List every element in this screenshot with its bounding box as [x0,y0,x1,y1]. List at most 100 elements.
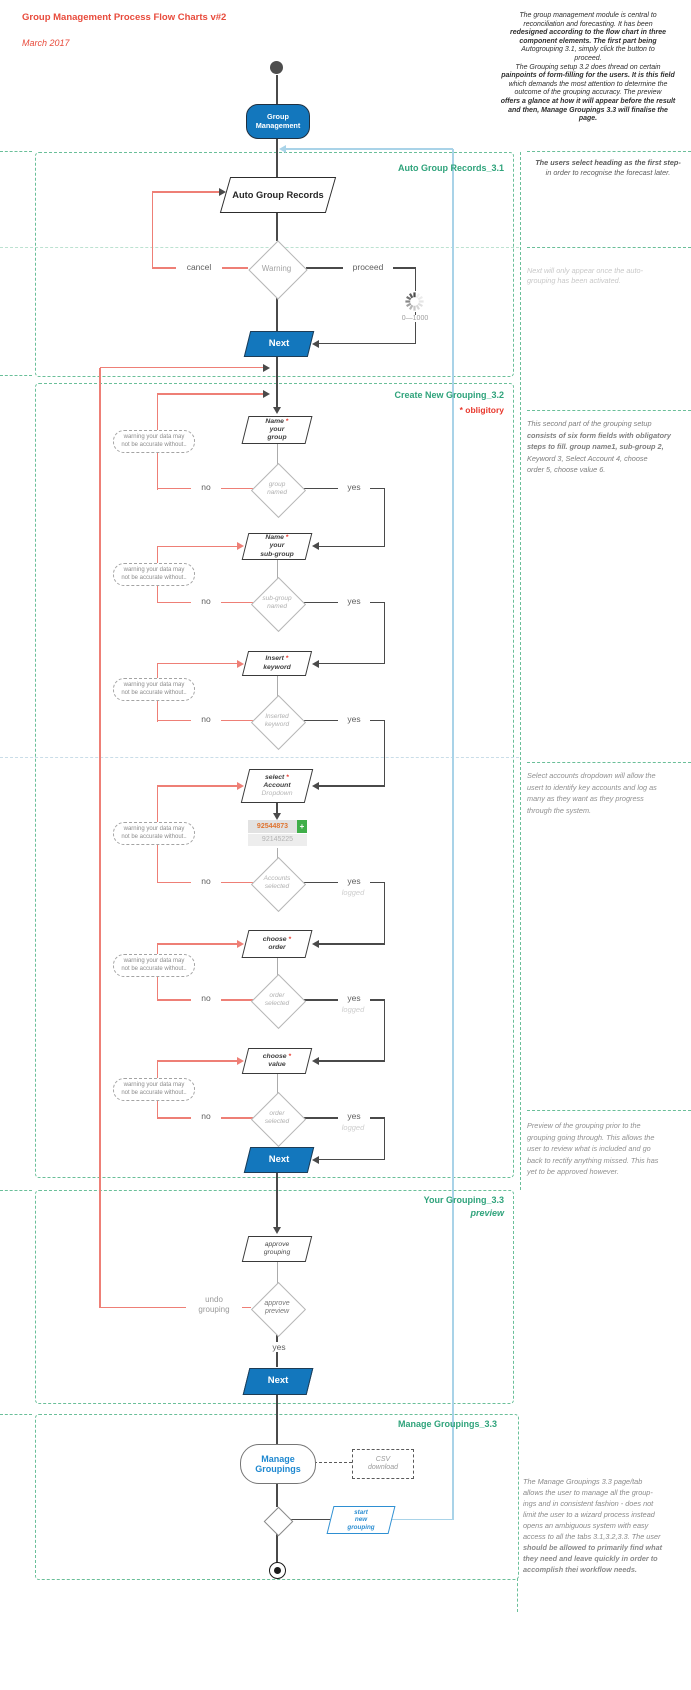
connector-line [317,662,385,665]
arrowhead [219,188,226,196]
end-node [269,1562,286,1579]
dashed-guide-line [527,1109,691,1111]
dropdown-selected-row[interactable]: 92544873 + [248,820,307,833]
arrowhead [237,940,244,948]
connector-line [157,785,238,787]
connector-line [276,1074,278,1093]
connector-line [291,1519,331,1521]
branch-label-proceed: proceed [343,262,393,272]
branch-label-no: no [191,993,221,1003]
logged-label: logged [341,1005,365,1014]
connector-line [384,720,386,787]
connector-line [276,1534,278,1563]
branch-label-cancel: cancel [176,262,222,272]
dropdown-option-row[interactable]: 92145225 [248,834,307,846]
logged-label: logged [341,888,365,897]
arrowhead [263,363,270,372]
group-management-label: Group [267,111,289,121]
dashed-guide-line [0,757,519,758]
connector-line [151,192,153,268]
add-account-button[interactable]: + [297,820,307,833]
record-range-label: 0—1000 [391,315,439,322]
step-choose-value[interactable]: choose* value [241,1048,313,1074]
connector-line [317,1159,385,1161]
step-choose-order[interactable]: choose* order [241,930,313,958]
branch-label-no: no [191,1111,221,1121]
connector-line [317,342,416,345]
note-next-appear: Next will only appear once the auto-grou… [527,266,644,285]
section-box-3-2 [35,383,514,1178]
section-label-3-3: Your Grouping_3.3 [423,1195,504,1205]
connector-line [276,1481,278,1507]
branch-label-yes: yes [338,596,370,606]
dashed-guide-line [0,246,519,248]
branch-label-no: no [191,714,221,724]
next-button-3-3[interactable]: Next [242,1368,314,1395]
branch-label-no: no [191,482,221,492]
arrowhead [312,542,319,551]
arrowhead [237,659,244,668]
step-auto-group-records[interactable]: Auto Group Records [219,177,337,213]
connector-line [276,1173,278,1229]
start-node [270,61,283,74]
arrowhead [273,1227,281,1234]
required-asterisk: * [285,655,289,663]
section-box-3-1 [35,152,514,377]
arrowhead [237,1057,244,1065]
connector-line [276,137,278,178]
connector-line [384,1000,386,1062]
connector-line [414,267,416,292]
connector-line [384,1118,386,1160]
connector-line [276,213,278,241]
branch-label-yes: yes [338,993,370,1003]
connector-line [157,393,264,395]
connector-line [317,785,385,787]
step-insert-keyword[interactable]: Insert* keyword [241,651,313,676]
dashed-guide-line [527,761,691,763]
dashed-guide-line [314,1461,352,1463]
connector-line [392,1519,453,1521]
connector-line [317,943,385,945]
dashed-guide-line [517,1578,518,1612]
arrowhead [237,782,244,790]
note-select-heading: The users select heading as the first st… [535,158,681,177]
connector-line [100,1306,251,1308]
selected-account-value: 92544873 [256,823,289,830]
connector-line [384,882,386,945]
required-asterisk: * [285,417,289,425]
group-management-node: Group Management [246,104,310,139]
section-label-3-1: Auto Group Records_3.1 [397,163,504,173]
connector-line [414,312,416,344]
section-sublabel-preview: preview [470,1208,504,1218]
loading-spinner-icon [403,290,426,313]
dashed-guide-line [0,1413,32,1415]
branch-label-yes: yes [338,1111,370,1121]
obligatory-note: * obligitory [459,405,504,415]
required-asterisk: * [288,1052,292,1060]
account-dropdown[interactable]: 92544873 + 92145225 [248,820,307,846]
section-label-manage: Manage Groupings_3.3 [397,1419,497,1429]
branch-label-yes: yes [338,876,370,886]
connector-line [276,958,278,975]
next-button-3-1[interactable]: Next [243,331,315,357]
connector-line [157,1060,238,1062]
next-button-3-2[interactable]: Next [243,1147,315,1173]
connector-line [276,444,278,464]
arrowhead [273,407,281,414]
connector-line [276,75,278,105]
connector-line [283,148,453,150]
connector-line [99,368,101,1308]
